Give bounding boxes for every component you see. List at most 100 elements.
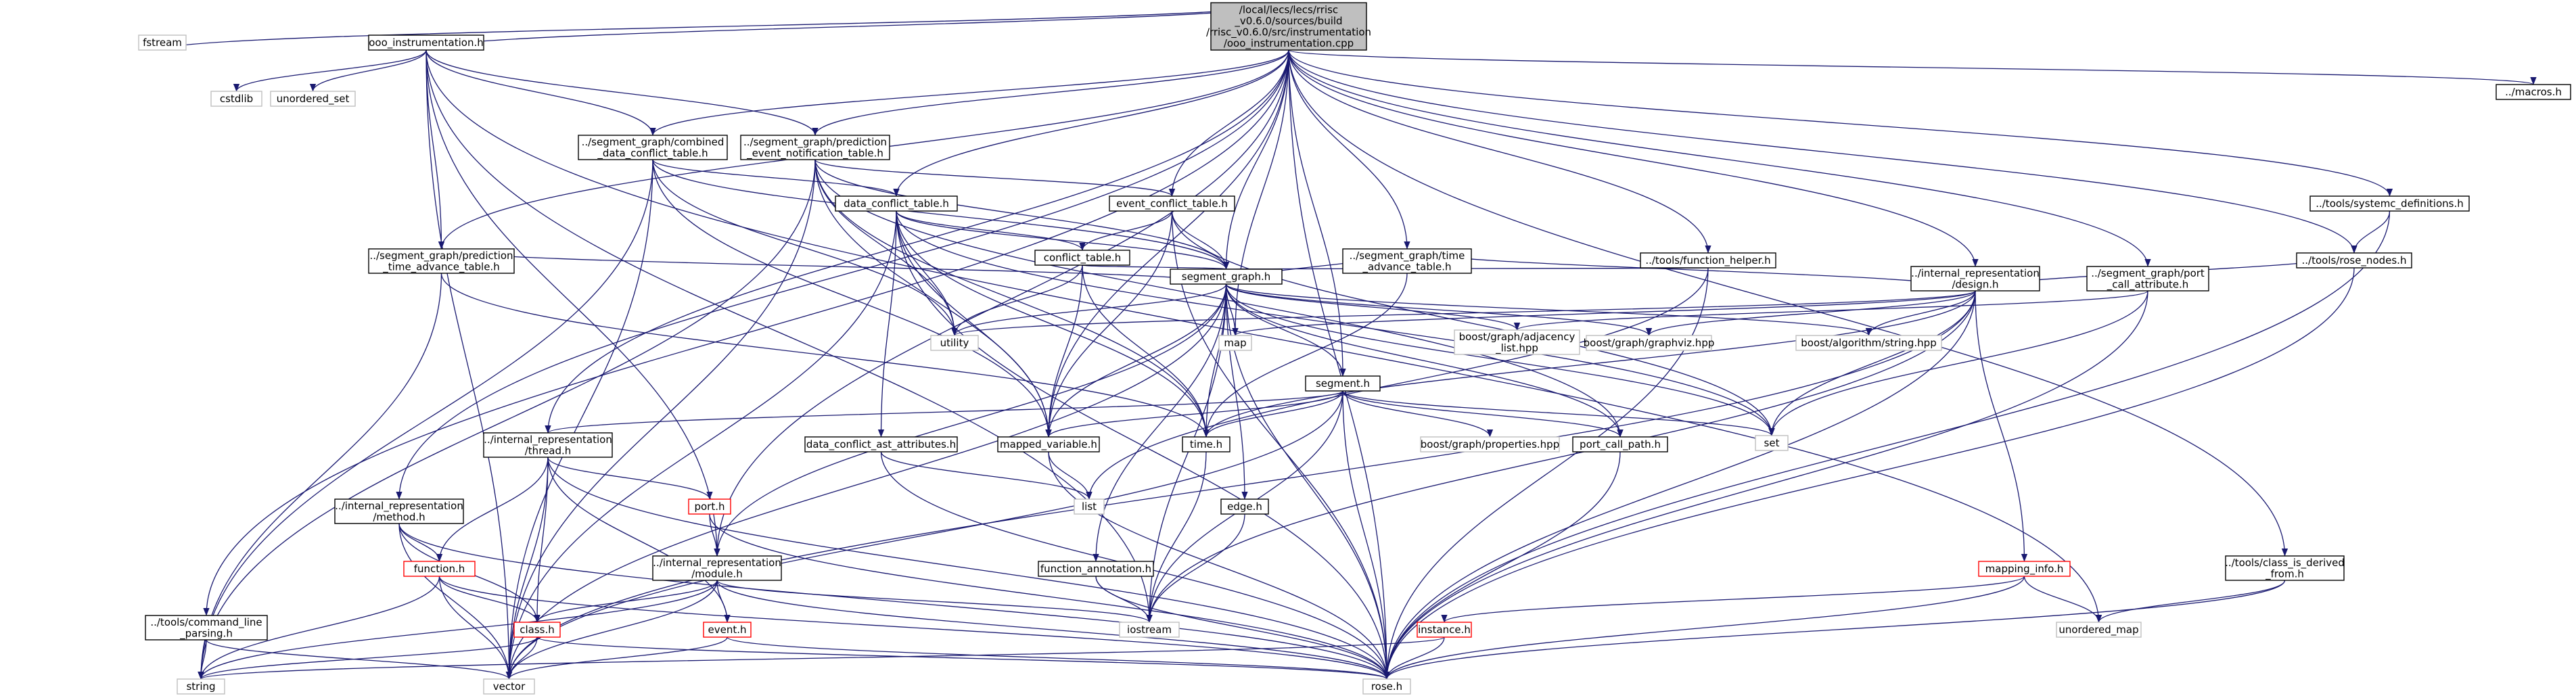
node-ooo-instr[interactable]: ooo_instrumentation.h [368, 34, 484, 51]
node-mapping-info[interactable]: mapping_info.h [1978, 561, 2071, 577]
edge-module-to-class-h [534, 580, 718, 623]
edge-segment-graph-to-segment [1225, 283, 1346, 377]
node-graphviz[interactable]: boost/graph/graphviz.hpp [1584, 335, 1715, 351]
node-label: map [1224, 337, 1246, 349]
node-label: edge.h [1227, 501, 1262, 513]
node-vector[interactable]: vector [483, 678, 535, 695]
edge-ooo-instr-to-vector [426, 49, 513, 680]
edge-segment-to-properties [1342, 390, 1494, 438]
node-port-call-attr[interactable]: ../segment_graph/port_call_attribute.h [2086, 266, 2209, 292]
node-box [1119, 622, 1180, 638]
edge-design-to-rose [1383, 290, 1976, 680]
edge-design-to-graphviz [1646, 290, 1976, 336]
node-list[interactable]: list [1074, 498, 1105, 515]
node-method[interactable]: ../internal_representation/method.h [334, 498, 464, 524]
node-dc-ast-attr[interactable]: data_conflict_ast_attributes.h [804, 436, 958, 452]
node-edge[interactable]: edge.h [1220, 498, 1269, 515]
node-label: event_conflict_table.h [1116, 197, 1228, 210]
node-port-call-path[interactable]: port_call_path.h [1572, 436, 1668, 452]
node-event[interactable]: event.h [703, 622, 752, 638]
edge-event-to-vector [505, 636, 728, 680]
edge-root-to-segment-graph [1222, 49, 1289, 270]
node-cstdlib[interactable]: cstdlib [210, 91, 262, 107]
node-box [688, 498, 731, 515]
node-algorithm-string[interactable]: boost/algorithm/string.hpp [1795, 335, 1942, 351]
edge-combined-to-data-conflict [652, 159, 900, 197]
node-pred-time[interactable]: ../segment_graph/prediction_time_advance… [368, 248, 515, 274]
node-box [930, 335, 979, 351]
node-label: boost/graph/graphviz.hpp [1584, 337, 1715, 349]
node-box [1795, 335, 1942, 351]
node-fstream[interactable]: fstream [138, 34, 187, 51]
node-iostream[interactable]: iostream [1119, 622, 1180, 638]
node-segment[interactable]: segment.h [1305, 375, 1381, 392]
node-box [1074, 498, 1105, 515]
node-function[interactable]: function.h [403, 561, 476, 577]
node-class-derived[interactable]: ../tools/class_is_derived_from.h [2225, 555, 2345, 581]
edge-method-to-rose [398, 523, 1390, 680]
edge-thread-to-vector [505, 457, 549, 680]
node-rose-nodes[interactable]: ../tools/rose_nodes.h [2296, 252, 2412, 269]
node-port[interactable]: port.h [688, 498, 731, 515]
edge-design-to-iostream [1146, 290, 1976, 623]
edge-design-to-algorithm-string [1865, 290, 1976, 336]
node-design[interactable]: ../internal_representation/design.h [1910, 266, 2040, 292]
node-label: boost/graph/adjacency [1459, 331, 1576, 343]
node-func-helper[interactable]: ../tools/function_helper.h [1640, 252, 1776, 269]
node-class-h[interactable]: class.h [513, 622, 561, 638]
node-utility[interactable]: utility [930, 335, 979, 351]
node-box [652, 555, 782, 581]
node-box [1218, 335, 1252, 351]
node-label: /module.h [691, 567, 743, 580]
node-data-conflict[interactable]: data_conflict_table.h [835, 195, 958, 212]
node-set[interactable]: set [1755, 435, 1789, 451]
node-root[interactable]: /local/lecs/lecs/rrisc_v0.6.0/sources/bu… [1206, 2, 1371, 51]
node-time-advance[interactable]: ../segment_graph/time_advance_table.h [1342, 248, 1472, 274]
node-pred-event[interactable]: ../segment_graph/prediction_event_notifi… [740, 135, 890, 160]
node-rose[interactable]: rose.h [1362, 678, 1411, 695]
node-systemc-defs[interactable]: ../tools/systemc_definitions.h [2309, 195, 2470, 212]
edge-port-call-attr-to-adjacency [1514, 290, 2148, 331]
edge-function-to-rose [438, 576, 1390, 680]
node-instance[interactable]: instance.h [1417, 622, 1472, 638]
node-adjacency[interactable]: boost/graph/adjacency_list.hpp [1454, 329, 1580, 355]
node-time-h[interactable]: time.h [1182, 436, 1230, 452]
edge-port-call-attr-to-rose [1383, 290, 2148, 680]
node-box [703, 622, 752, 638]
edge-edge-to-iostream [1146, 513, 1245, 623]
node-box [1038, 561, 1154, 577]
node-conflict[interactable]: conflict_table.h [1034, 250, 1130, 266]
node-cmd-parsing[interactable]: ../tools/command_line_parsing.h [145, 615, 268, 641]
node-module[interactable]: ../internal_representation/module.h [652, 555, 782, 581]
node-label: _call_attribute.h [2107, 278, 2188, 291]
edge-root-to-mapped-var [1045, 49, 1289, 438]
node-combined[interactable]: ../segment_graph/combined_data_conflict_… [578, 135, 728, 160]
node-macros[interactable]: ../macros.h [2496, 84, 2571, 100]
node-mapped-var[interactable]: mapped_variable.h [997, 436, 1100, 452]
node-event-conflict[interactable]: event_conflict_table.h [1109, 195, 1235, 212]
node-thread[interactable]: ../internal_representation/thread.h [483, 432, 613, 458]
edge-instance-to-string [198, 636, 1445, 680]
node-string[interactable]: string [177, 678, 225, 695]
edge-root-to-module [714, 49, 1289, 557]
node-box [835, 195, 958, 212]
node-map[interactable]: map [1218, 335, 1252, 351]
edge-conflict-to-utility [951, 264, 1083, 336]
node-box [1572, 436, 1668, 452]
edge-design-to-set [1768, 290, 1976, 436]
node-box [403, 561, 476, 577]
node-label: boost/graph/properties.hpp [1421, 438, 1559, 450]
node-segment-graph[interactable]: segment_graph.h [1170, 269, 1283, 285]
edge-root-to-ooo-instr [423, 2, 1289, 51]
node-properties[interactable]: boost/graph/properties.hpp [1420, 436, 1560, 452]
node-label: unordered_map [2058, 624, 2138, 636]
node-func-annotation[interactable]: function_annotation.h [1038, 561, 1154, 577]
node-label: /method.h [373, 511, 425, 523]
edge-method-to-function [398, 523, 443, 562]
node-box [1220, 498, 1269, 515]
edge-segment-graph-to-func-annotation [1092, 283, 1227, 562]
node-unordered-map[interactable]: unordered_map [2056, 622, 2142, 638]
edge-segment-to-mapped-var [1045, 390, 1343, 438]
node-unordered-set[interactable]: unordered_set [270, 91, 356, 107]
